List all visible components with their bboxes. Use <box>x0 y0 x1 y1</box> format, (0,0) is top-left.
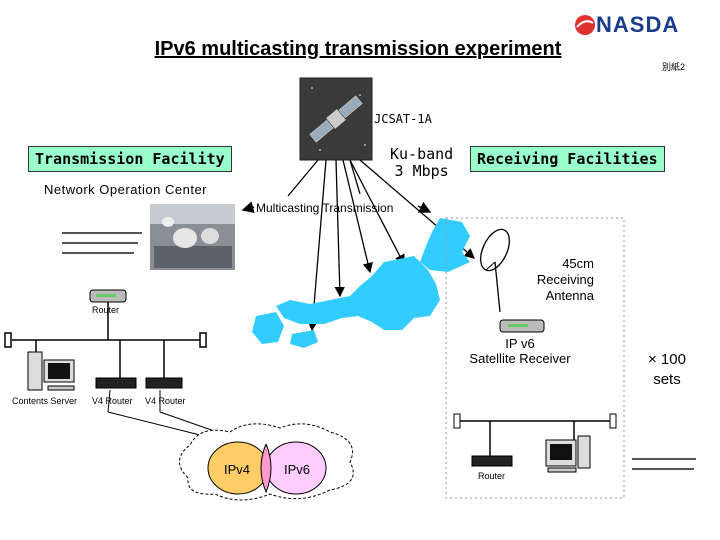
receiving-antenna <box>480 228 510 313</box>
logo-text: NASDA <box>596 12 680 37</box>
antenna-label: 45cm Receiving Antenna <box>536 256 594 303</box>
satellite-image <box>299 77 373 161</box>
receiving-facilities-label: Receiving Facilities <box>470 146 665 172</box>
contents-server-label: Contents Server <box>12 396 78 406</box>
ku-band-label: Ku-band 3 Mbps <box>390 145 454 180</box>
noc-description-text <box>62 232 142 254</box>
cloud-ipv6-label: IPv6 <box>284 462 311 477</box>
cloud-ipv4-label: IPv4 <box>224 462 251 477</box>
noc-subtitle: Network Operation Center <box>44 182 208 197</box>
rx-lan <box>445 217 625 499</box>
receiver-label: IP v6 Satellite Receiver <box>469 336 571 366</box>
router-tx-label: Router <box>92 305 120 315</box>
annex-label: 別紙2 <box>662 62 686 72</box>
multicast-arrow-left <box>241 201 255 214</box>
v4-router-1-label: V4 Router <box>92 396 133 406</box>
nasda-emblem-icon <box>575 15 595 35</box>
multiplier-label: × 100 sets <box>648 351 686 388</box>
v4-router-2-label: V4 Router <box>145 396 186 406</box>
multicast-arrow-right <box>417 201 432 213</box>
v4-router-devices <box>95 377 183 389</box>
tx-lan-bus <box>4 332 207 378</box>
japan-map <box>252 218 470 348</box>
contents-server-device <box>27 351 75 391</box>
router-tx-device <box>89 289 127 303</box>
transmission-facility-label: Transmission Facility <box>28 146 232 172</box>
network-cloud <box>179 423 354 501</box>
satellite-receiver-device <box>499 319 545 333</box>
router-rx-label: Router <box>478 471 506 481</box>
multicasting-label: Multicasting Transmission <box>256 201 394 215</box>
satellite-name: JCSAT-1A <box>374 112 432 126</box>
noc-photo <box>150 204 235 270</box>
legend-notes <box>632 458 696 470</box>
page-title: IPv6 multicasting transmission experimen… <box>154 38 562 60</box>
